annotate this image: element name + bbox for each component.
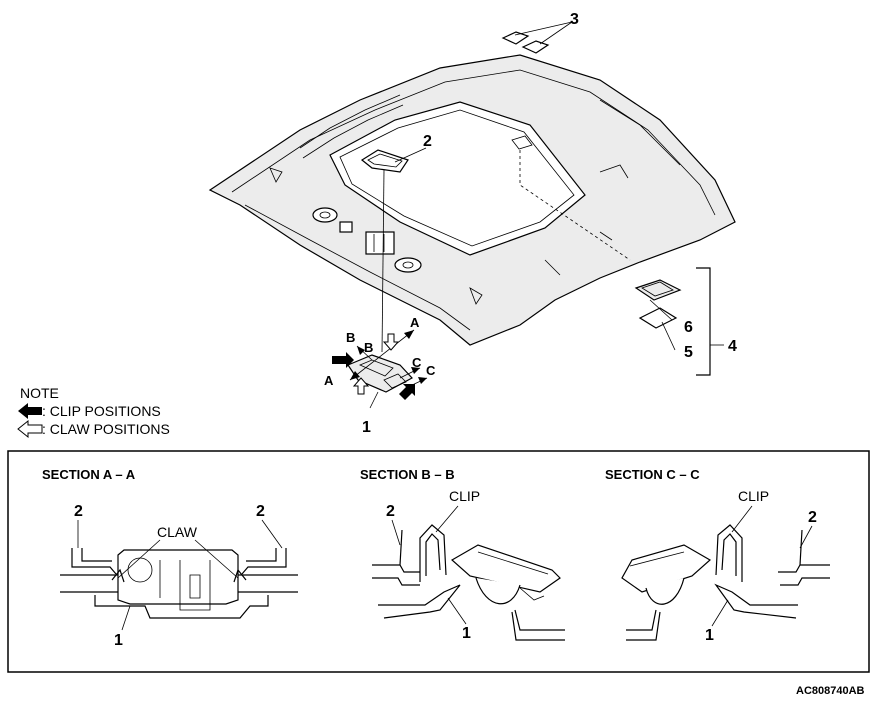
lamp-bezel	[360, 149, 409, 173]
section-b-b: SECTION B – B 2 CLIP 1	[360, 467, 565, 642]
section-mark-a-top: A	[410, 315, 420, 330]
claw-arrow-icon	[382, 333, 400, 351]
bb-callout-1: 1	[462, 625, 471, 642]
map-lamp-assembly	[347, 169, 413, 393]
headliner-assembly	[208, 54, 736, 346]
section-mark-c-outer: C	[426, 363, 436, 378]
figure-code: AC808740AB	[796, 685, 865, 697]
callout-6: 6	[684, 319, 693, 336]
callout-4: 4	[728, 338, 737, 355]
note-claw-text: : CLAW POSITIONS	[42, 421, 170, 437]
section-a-a-title: SECTION A – A	[42, 467, 136, 482]
section-c-c: SECTION C – C 2 CLIP 1	[605, 467, 830, 644]
callout-1: 1	[362, 419, 371, 436]
callout-leaders	[369, 21, 724, 409]
aa-callout-2-right: 2	[256, 503, 265, 520]
section-b-b-title: SECTION B – B	[360, 467, 455, 482]
claw-arrow-icon	[352, 377, 370, 395]
section-mark-b-outer: B	[346, 330, 355, 345]
bb-clip-label: CLIP	[449, 488, 480, 504]
section-marks	[332, 329, 428, 400]
bb-callout-2: 2	[386, 503, 395, 520]
cc-callout-2: 2	[808, 509, 817, 526]
cc-clip-label: CLIP	[738, 488, 769, 504]
claw-position-icon	[17, 419, 43, 439]
aa-claw-label: CLAW	[157, 524, 198, 540]
clip-position-icon	[18, 403, 42, 419]
callout-3: 3	[570, 11, 579, 28]
cc-callout-1: 1	[705, 627, 714, 644]
front-recesses	[312, 207, 422, 273]
rear-clips	[501, 31, 550, 54]
note-clip-text: : CLIP POSITIONS	[42, 403, 161, 419]
callout-5: 5	[684, 344, 693, 361]
section-mark-c-inner: C	[412, 355, 422, 370]
section-c-c-title: SECTION C – C	[605, 467, 700, 482]
callout-2: 2	[423, 133, 432, 150]
sunroof-opening	[329, 101, 586, 256]
clip-arrow-icon	[399, 384, 415, 400]
clip-arrow-icon	[332, 352, 354, 368]
aa-callout-1: 1	[114, 632, 123, 649]
sections-frame	[7, 450, 870, 673]
aa-callout-2-left: 2	[74, 503, 83, 520]
section-mark-a-bottom: A	[324, 373, 334, 388]
note-legend: NOTE : CLIP POSITIONS : CLAW POSITIONS	[17, 385, 170, 439]
note-title: NOTE	[20, 385, 59, 401]
room-lamp	[634, 279, 682, 329]
section-a-a: SECTION A – A 2 2 CLAW 1	[42, 467, 298, 649]
section-mark-b-inner: B	[364, 340, 373, 355]
